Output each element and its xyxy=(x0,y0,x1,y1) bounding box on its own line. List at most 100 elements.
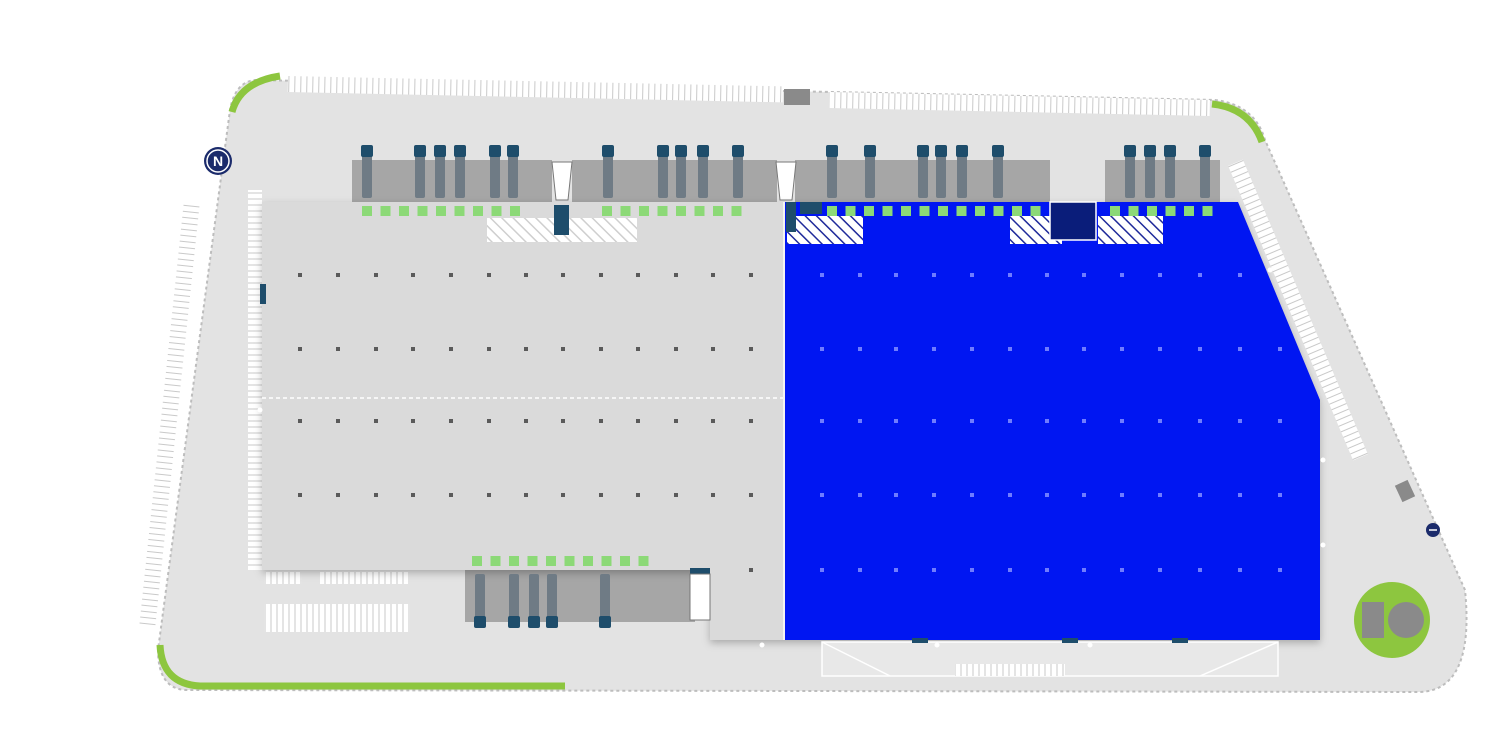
dock-marker xyxy=(676,206,686,216)
truck-north xyxy=(675,145,687,198)
truck-north xyxy=(414,145,426,198)
column-right xyxy=(970,493,974,497)
truck-north xyxy=(361,145,373,198)
column-left xyxy=(336,347,340,351)
column-right xyxy=(1120,568,1124,572)
column-right xyxy=(1238,347,1242,351)
office-zone-4 xyxy=(1098,216,1163,244)
office-core xyxy=(1049,201,1097,241)
column-right xyxy=(970,347,974,351)
column-left xyxy=(374,493,378,497)
service-area-diag-1 xyxy=(821,641,891,677)
dock-marker xyxy=(1012,206,1022,216)
column-right xyxy=(1082,568,1086,572)
dock-marker xyxy=(731,206,742,216)
column-right xyxy=(1045,568,1049,572)
column-right xyxy=(1278,419,1282,423)
dock-marker xyxy=(602,206,612,216)
column-right xyxy=(1198,493,1202,497)
column-right xyxy=(820,273,824,277)
truck-south xyxy=(508,574,520,628)
dock-marker xyxy=(827,206,837,216)
column-right xyxy=(820,419,824,423)
truck-north xyxy=(507,145,519,198)
dock-marker xyxy=(638,556,649,566)
stair-core-2 xyxy=(786,202,796,232)
column-right xyxy=(820,493,824,497)
dock-marker xyxy=(546,556,556,566)
gatehouse xyxy=(784,89,810,105)
column-right xyxy=(820,347,824,351)
column-left xyxy=(336,419,340,423)
dock-marker xyxy=(1184,206,1194,216)
column-left xyxy=(487,347,491,351)
access-point-marker xyxy=(257,407,263,413)
landscaping-ne xyxy=(1211,100,1266,144)
dock-marker xyxy=(713,206,723,216)
dock-marker xyxy=(417,206,428,216)
south-door-marker xyxy=(1172,638,1188,643)
column-right xyxy=(1008,273,1012,277)
south-door-marker xyxy=(1062,638,1078,643)
parking-south-small-2 xyxy=(320,572,408,584)
trucks-layer xyxy=(361,145,1211,628)
column-right xyxy=(894,347,898,351)
parking-north-east xyxy=(829,92,1210,116)
dock-marker xyxy=(938,206,948,216)
truck-north xyxy=(434,145,446,198)
dock-marker xyxy=(509,556,519,566)
column-right xyxy=(932,568,936,572)
column-right xyxy=(858,419,862,423)
parking-north-west xyxy=(287,76,783,103)
column-right xyxy=(1278,493,1282,497)
column-left xyxy=(561,419,565,423)
column-left xyxy=(336,493,340,497)
column-left xyxy=(749,493,753,497)
column-right xyxy=(1278,568,1282,572)
truck-north xyxy=(917,145,929,198)
column-left xyxy=(674,419,678,423)
column-left xyxy=(374,347,378,351)
truck-north xyxy=(602,145,614,198)
landscaping-sw xyxy=(156,644,565,690)
column-right xyxy=(894,493,898,497)
column-right xyxy=(1238,273,1242,277)
dock-marker xyxy=(473,206,483,216)
column-right xyxy=(894,273,898,277)
column-left xyxy=(636,419,640,423)
column-right xyxy=(894,419,898,423)
column-left xyxy=(711,273,715,277)
column-right xyxy=(1198,419,1202,423)
column-left xyxy=(561,347,565,351)
column-right xyxy=(932,273,936,277)
column-right xyxy=(1008,347,1012,351)
column-left xyxy=(374,419,378,423)
ramp-north-2 xyxy=(775,161,797,201)
column-right xyxy=(820,568,824,572)
truck-north xyxy=(657,145,669,198)
parking-south-small-1 xyxy=(264,572,302,584)
column-right xyxy=(1198,273,1202,277)
parking-east xyxy=(1228,159,1368,461)
access-point-marker xyxy=(1267,267,1273,273)
facade-markers xyxy=(257,267,1326,648)
truck-north xyxy=(1164,145,1176,198)
dock-marker xyxy=(472,556,482,566)
column-left xyxy=(599,493,603,497)
parking-west-building xyxy=(248,190,262,570)
dock-marker xyxy=(510,206,520,216)
truck-south xyxy=(599,574,611,628)
dock-marker xyxy=(601,556,612,566)
logo-glyph-i xyxy=(1362,602,1384,638)
stair-core-1 xyxy=(554,205,569,235)
dock-marker xyxy=(490,556,501,566)
warehouse-unit-west xyxy=(262,202,784,640)
column-right xyxy=(1198,568,1202,572)
access-point-marker xyxy=(1087,642,1093,648)
column-left xyxy=(599,419,603,423)
dock-marker xyxy=(657,206,668,216)
column-right xyxy=(1082,273,1086,277)
south-door xyxy=(690,568,710,574)
column-left xyxy=(524,493,528,497)
truck-yard-north-1 xyxy=(352,160,552,202)
